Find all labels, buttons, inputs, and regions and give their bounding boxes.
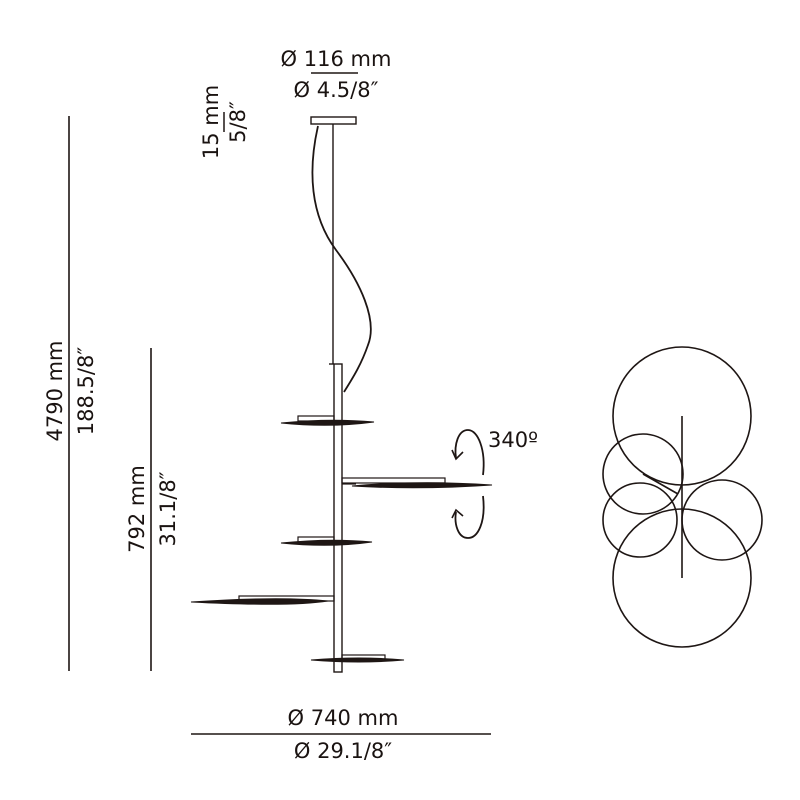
- lamp-disc-4: [190, 595, 335, 605]
- overall-diameter-metric: Ø 740 mm: [288, 706, 399, 730]
- canopy-height-metric: 15 mm: [199, 85, 223, 159]
- lamp-stem: [333, 363, 343, 673]
- power-cord: [311, 125, 372, 393]
- canopy-diameter-metric: Ø 116 mm: [281, 47, 392, 71]
- total-height-dimension: 4790 mm 188.5/8″: [43, 116, 98, 671]
- side-elevation-view: [190, 116, 493, 673]
- plan-disc-left-lower: [602, 482, 678, 558]
- rotation-arrow-bottom: [454, 495, 485, 539]
- lamp-disc-5: [310, 654, 405, 663]
- rotation-angle-label: 340º: [488, 428, 538, 452]
- plan-disc-small: [602, 433, 684, 515]
- canopy: [310, 116, 357, 125]
- body-height-dimension: 792 mm 31.1/8″: [125, 348, 180, 671]
- lamp-disc-3: [280, 536, 373, 546]
- body-height-metric: 792 mm: [125, 465, 149, 553]
- plan-view: [602, 346, 763, 648]
- rotation-indicator: 340º: [451, 428, 538, 539]
- lamp-disc-2: [341, 477, 493, 489]
- lamp-disc-1: [280, 415, 375, 426]
- body-height-imperial: 31.1/8″: [156, 471, 180, 546]
- canopy-diameter-imperial: Ø 4.5/8″: [294, 78, 379, 102]
- canopy-height-dimension: 15 mm 5/8″: [199, 85, 250, 159]
- overall-diameter-dimension: Ø 740 mm Ø 29.1/8″: [191, 706, 491, 763]
- plan-disc-right: [681, 479, 763, 561]
- rotation-arrow-top: [454, 429, 485, 476]
- overall-diameter-imperial: Ø 29.1/8″: [294, 739, 392, 763]
- canopy-height-imperial: 5/8″: [226, 101, 250, 143]
- canopy-diameter-dimension: Ø 116 mm Ø 4.5/8″: [281, 47, 392, 102]
- total-height-metric: 4790 mm: [43, 340, 67, 441]
- plan-arm-small: [642, 473, 679, 495]
- total-height-imperial: 188.5/8″: [74, 347, 98, 436]
